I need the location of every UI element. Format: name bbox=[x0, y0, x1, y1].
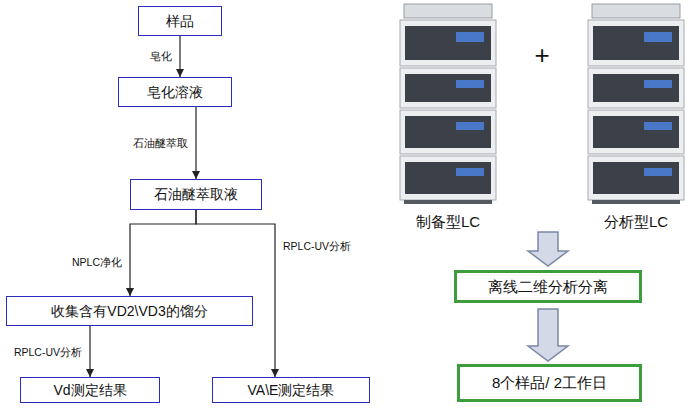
flow-arrow bbox=[179, 36, 180, 77]
process-box: 收集含有VD2\VD3的馏分 bbox=[6, 296, 253, 326]
preparative-lc-illustration bbox=[400, 4, 496, 204]
edge-label: RPLC-UV分析 bbox=[281, 240, 353, 253]
node-text: 样品 bbox=[166, 13, 194, 29]
node-text: 离线二维分析分离 bbox=[488, 278, 608, 295]
block-arrow-connector bbox=[528, 309, 568, 361]
summary-box: 离线二维分析分离 bbox=[454, 270, 642, 303]
process-box: 样品 bbox=[138, 6, 222, 36]
flow-arrow bbox=[89, 326, 90, 377]
edge-label: RPLC-UV分析 bbox=[12, 346, 84, 359]
process-box: 石油醚萃取液 bbox=[130, 179, 262, 210]
node-text: 石油醚萃取液 bbox=[154, 186, 238, 202]
process-box: 皂化溶液 bbox=[118, 77, 232, 107]
node-text: 8个样品/ 2工作日 bbox=[492, 374, 607, 391]
result-box: Vd测定结果 bbox=[20, 377, 160, 403]
flow-arrow bbox=[130, 210, 196, 296]
edge-label: 皂化 bbox=[148, 50, 174, 63]
node-text: 皂化溶液 bbox=[147, 84, 203, 100]
flow-arrow bbox=[196, 210, 275, 377]
block-arrow bbox=[528, 232, 568, 266]
node-text: Vd测定结果 bbox=[53, 382, 126, 398]
analytical-lc-illustration bbox=[588, 4, 684, 204]
edge-label: NPLC净化 bbox=[70, 256, 124, 269]
summary-box: 8个样品/ 2工作日 bbox=[457, 364, 642, 402]
plus-sign: + bbox=[534, 42, 549, 68]
instrument-label: 制备型LC bbox=[416, 214, 480, 229]
edge-label: 石油醚萃取 bbox=[131, 137, 190, 150]
node-text: VA\E测定结果 bbox=[248, 382, 335, 398]
result-box: VA\E测定结果 bbox=[212, 377, 370, 403]
node-text: 收集含有VD2\VD3的馏分 bbox=[51, 303, 207, 319]
instrument-label: 分析型LC bbox=[604, 214, 668, 229]
flow-arrow bbox=[195, 107, 196, 179]
